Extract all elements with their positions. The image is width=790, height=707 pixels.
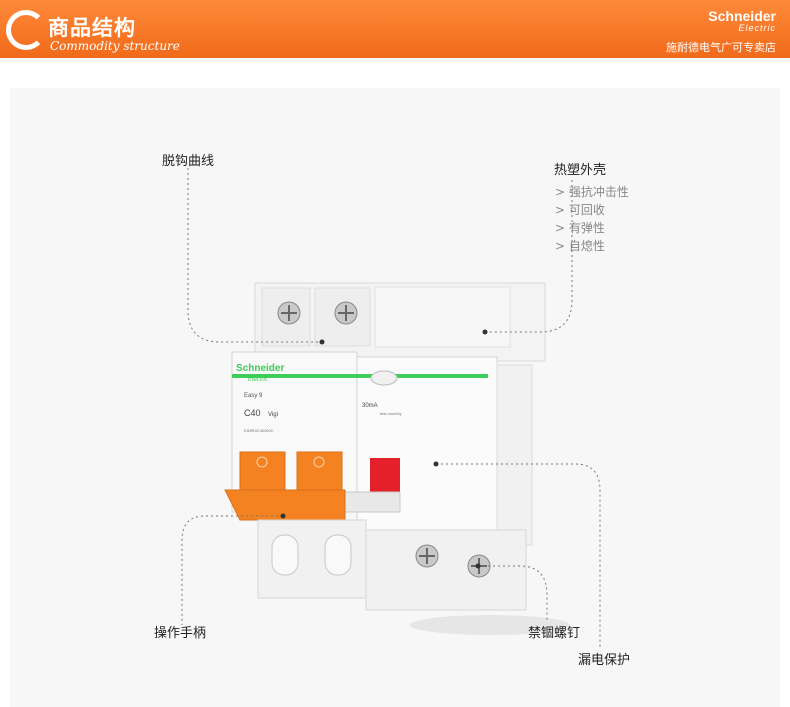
callout-dot-housing <box>482 329 488 335</box>
callout-line-handle <box>181 515 283 625</box>
product-sensitivity: 30mA <box>362 403 378 409</box>
rcd-side <box>496 364 533 546</box>
rcd-lever <box>339 491 401 513</box>
housing-feature: > 强抗冲击性 <box>555 185 629 199</box>
brand-logo-sub: Electric <box>738 23 776 33</box>
callout-line-housing <box>485 180 573 333</box>
housing-cover <box>374 286 511 348</box>
product-brand-sub: Electric <box>248 377 268 383</box>
product-rating: C40 <box>244 408 261 418</box>
product-shadow <box>410 615 570 635</box>
brand-logo: Schneider <box>708 8 776 24</box>
product-test-text: test monthly <box>380 411 402 416</box>
test-button[interactable] <box>370 370 398 386</box>
callout-captive-screw: 禁锢螺钉 <box>528 626 581 641</box>
brand-stripe <box>232 374 488 378</box>
product-brand: Schneider <box>236 363 284 374</box>
page-subtitle: Commodity structure <box>50 39 180 53</box>
lower-terminal-right <box>365 529 527 611</box>
housing-feature: > 可回收 <box>555 203 605 217</box>
callout-dot-handle <box>280 513 286 519</box>
c-logo-icon <box>6 10 46 50</box>
callout-dot-leakage <box>433 461 439 467</box>
callout-line-leakage <box>436 463 601 648</box>
header-banner: 商品结构 Commodity structure Schneider Elect… <box>0 0 790 58</box>
header-divider <box>0 58 790 62</box>
housing-feature: > 有弹性 <box>555 221 605 235</box>
page-title: 商品结构 <box>48 16 136 40</box>
product-vigi: Vigi <box>268 412 278 418</box>
callout-housing: 热塑外壳 <box>554 163 607 178</box>
store-name: 施耐德电气广可专卖店 <box>666 41 776 54</box>
product-part-no: EA9R4C40300C <box>244 428 274 433</box>
leakage-indicator <box>370 458 400 492</box>
callout-dot-screw <box>475 563 481 569</box>
callout-dot-trip <box>319 339 325 345</box>
callout-handle: 操作手柄 <box>154 626 207 641</box>
product-model: Easy 9 <box>244 393 263 399</box>
callout-leakage-protection: 漏电保护 <box>578 653 631 668</box>
housing-feature: > 自熄性 <box>555 239 605 253</box>
callout-trip-curve: 脱钩曲线 <box>162 154 215 169</box>
